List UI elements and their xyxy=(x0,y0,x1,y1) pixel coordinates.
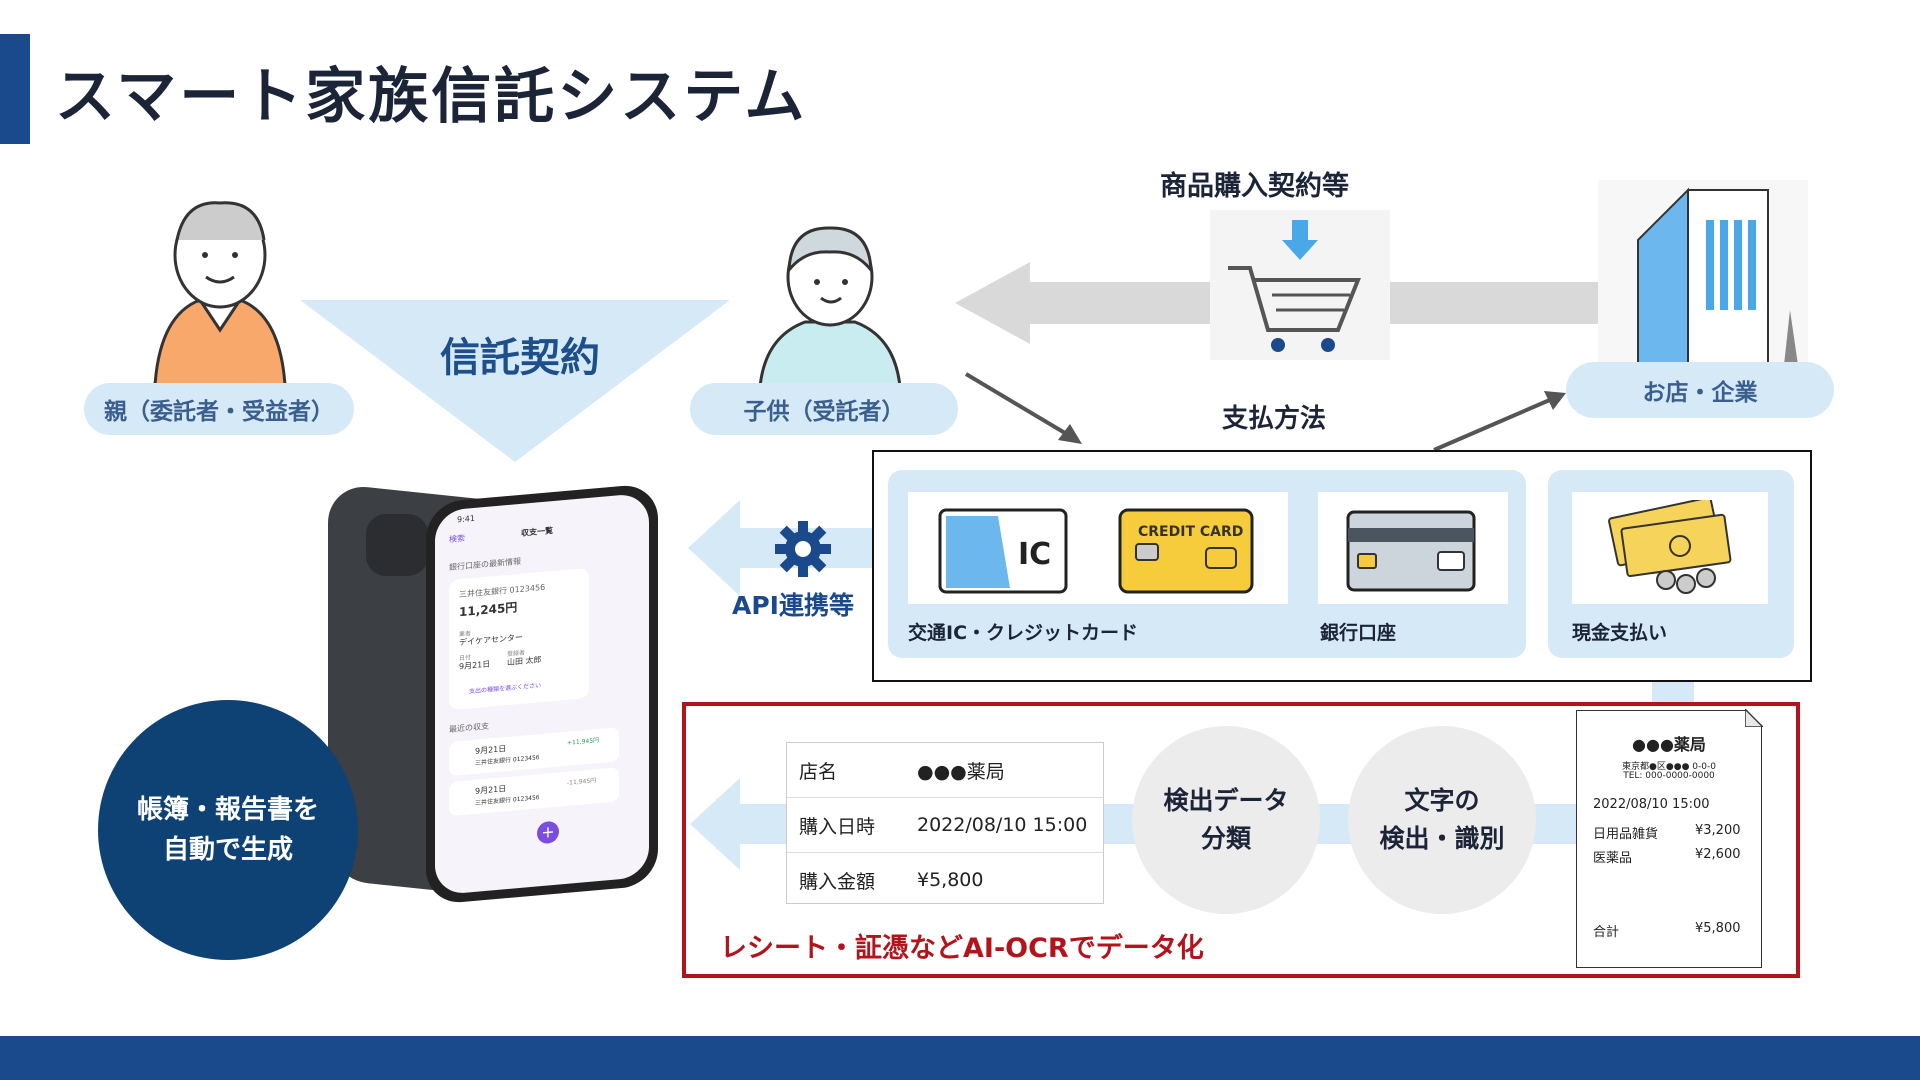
table-value: 2022/08/10 15:00 xyxy=(917,814,1088,836)
grey-arrow-head xyxy=(955,262,1030,344)
trust-contract-label: 信託契約 xyxy=(440,335,600,381)
table-value: ¥5,800 xyxy=(917,869,984,891)
receipt-datetime: 2022/08/10 15:00 xyxy=(1593,797,1710,812)
phone-type-link[interactable]: 支出の種類を選ぶください xyxy=(469,682,542,696)
credit-card-text: CREDIT CARD xyxy=(1138,524,1243,540)
ocr-caption: レシート・証憑などAI-OCRでデータ化 xyxy=(720,933,1204,964)
phone-nav-search[interactable]: 検索 xyxy=(449,533,465,545)
shopping-cart-icon xyxy=(1210,210,1390,360)
phone-balance: 11,245円 xyxy=(459,600,518,620)
child-label: 子供（受託者） xyxy=(690,383,958,435)
ai-ocr-box xyxy=(682,702,1800,978)
parent-illustration xyxy=(153,201,287,385)
phone-section2: 最近の収支 xyxy=(449,721,489,735)
grey-arrow-segment-left xyxy=(1020,282,1210,324)
child-illustration xyxy=(758,226,902,387)
report-generation-circle: 帳簿・報告書を 自動で生成 xyxy=(98,700,358,960)
card-payment-panel: IC CREDIT CARD 交通IC・クレジットカード 銀行口座 xyxy=(888,470,1526,658)
detect-line1: 文字の xyxy=(1404,786,1480,815)
bank-account-label: 銀行口座 xyxy=(1320,622,1397,644)
phone-bank-name: 三井住友銀行 0123456 xyxy=(459,582,546,600)
store-building-icon xyxy=(1598,180,1808,365)
phone-screen: 9:41 検索 収支一覧 銀行口座の最新情報 三井住友銀行 0123456 11… xyxy=(435,492,649,896)
table-row: 購入金額 ¥5,800 xyxy=(787,853,1103,907)
phone-camera-module xyxy=(366,514,428,576)
extracted-data-table: 店名 ●●●薬局 購入日時 2022/08/10 15:00 購入金額 ¥5,8… xyxy=(786,742,1104,904)
purchase-contract-label: 商品購入契約等 xyxy=(1160,171,1349,202)
footer-bar xyxy=(0,1036,1920,1080)
arrow-payment-to-store xyxy=(1433,397,1553,452)
phone-add-icon[interactable]: + xyxy=(537,820,559,845)
receipt-total-value: ¥5,800 xyxy=(1695,921,1741,936)
phone-date: 9月21日 xyxy=(459,659,491,672)
phone-tx1-amount: +11,945円 xyxy=(567,737,600,747)
table-value: ●●●薬局 xyxy=(917,760,1005,783)
classify-circle: 検出データ 分類 xyxy=(1132,726,1320,914)
receipt-shop: ●●●薬局 xyxy=(1632,735,1706,754)
gear-icon xyxy=(775,521,831,577)
classify-line2: 分類 xyxy=(1200,824,1251,853)
cash-label: 現金支払い xyxy=(1572,622,1668,644)
arrow-head-to-store xyxy=(1544,391,1566,410)
ic-card-text: IC xyxy=(1018,537,1051,572)
table-row: 店名 ●●●薬局 xyxy=(787,743,1103,798)
api-arrow-head xyxy=(688,500,740,596)
receipt-tel: TEL: 000-0000-0000 xyxy=(1623,771,1715,781)
classify-line1: 検出データ xyxy=(1163,786,1289,815)
title-accent-bar xyxy=(0,34,30,144)
phone-transaction-2[interactable]: 9月21日 三井住友銀行 0123456 -11,945円 xyxy=(449,767,619,817)
receipt-item-name: 医薬品 xyxy=(1593,851,1633,866)
receipt-folded-corner-icon xyxy=(1745,709,1763,727)
receipt-address: 東京都●区●●● 0-0-0 xyxy=(1622,762,1716,772)
arrow-head-to-payment xyxy=(1058,424,1082,444)
report-line2: 自動で生成 xyxy=(162,835,293,865)
trust-triangle xyxy=(300,300,730,462)
store-label: お店・企業 xyxy=(1566,362,1834,418)
receipt-item-price: ¥3,200 xyxy=(1695,823,1741,838)
receipt: ●●●薬局 東京都●区●●● 0-0-0 TEL: 000-0000-0000 … xyxy=(1576,709,1763,968)
api-link-label: API連携等 xyxy=(732,591,854,620)
table-key: 購入日時 xyxy=(799,815,876,838)
phone-bank-card: 三井住友銀行 0123456 11,245円 業者 デイケアセンター 日付 9月… xyxy=(449,567,589,711)
payment-method-label: 支払方法 xyxy=(1222,404,1327,434)
table-key: 店名 xyxy=(799,760,838,783)
bank-card-icon xyxy=(1346,510,1476,592)
phone-header: 収支一覧 xyxy=(521,526,553,538)
arrow-child-to-payment xyxy=(964,372,1072,438)
credit-card-icon: CREDIT CARD xyxy=(1118,508,1254,594)
receipt-item-price: ¥2,600 xyxy=(1695,847,1741,862)
grey-arrow-segment-right xyxy=(1390,282,1600,324)
cash-payment-panel: 現金支払い xyxy=(1548,470,1794,658)
ic-credit-label: 交通IC・クレジットカード xyxy=(908,622,1139,644)
cash-icon xyxy=(1608,500,1732,594)
ic-card-icon: IC xyxy=(938,508,1068,594)
phone-front: 9:41 検索 収支一覧 銀行口座の最新情報 三井住友銀行 0123456 11… xyxy=(426,482,658,906)
detect-line2: 検出・識別 xyxy=(1379,824,1505,853)
receipt-total-label: 合計 xyxy=(1593,925,1620,940)
phone-tx2-amount: -11,945円 xyxy=(567,777,597,787)
payment-methods-box: IC CREDIT CARD 交通IC・クレジットカード 銀行口座 現金支払い xyxy=(872,450,1812,682)
table-row: 購入日時 2022/08/10 15:00 xyxy=(787,798,1103,853)
parent-label: 親（委託者・受益者） xyxy=(84,383,354,435)
phone-mockup: 9:41 検索 収支一覧 銀行口座の最新情報 三井住友銀行 0123456 11… xyxy=(318,482,678,908)
phone-time: 9:41 xyxy=(457,513,475,525)
table-key: 購入金額 xyxy=(799,870,876,893)
phone-section1: 銀行口座の最新情報 xyxy=(449,556,521,573)
detect-circle: 文字の 検出・識別 xyxy=(1348,726,1536,914)
page-title: スマート家族信託システム xyxy=(55,62,808,132)
receipt-item-name: 日用品雑貨 xyxy=(1593,827,1659,842)
report-line1: 帳簿・報告書を xyxy=(136,795,319,825)
phone-person: 山田 太郎 xyxy=(507,655,542,668)
ocr-arrow-head xyxy=(690,778,740,870)
